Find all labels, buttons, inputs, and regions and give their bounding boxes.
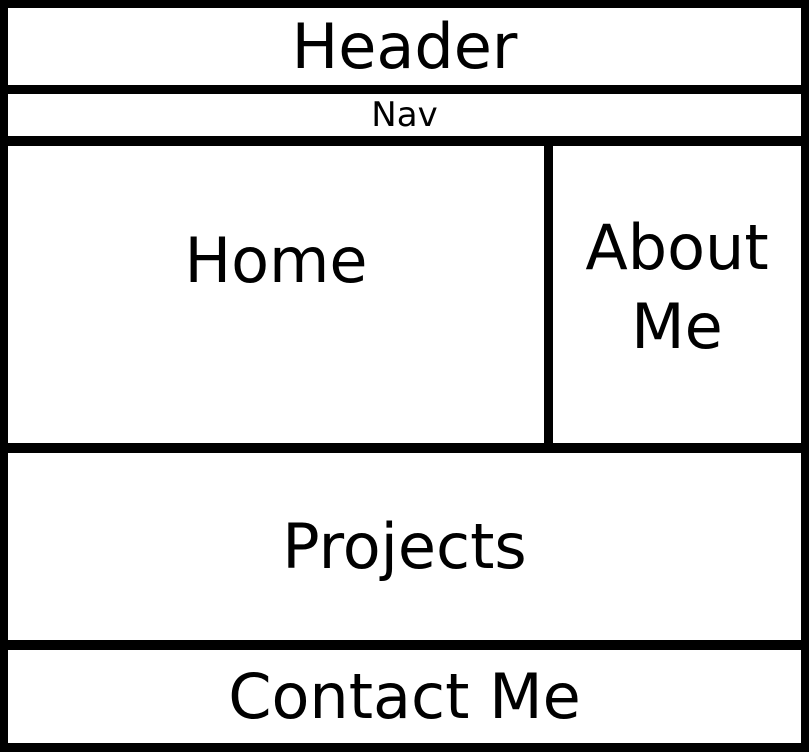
nav-section: Nav bbox=[8, 94, 801, 136]
nav-label: Nav bbox=[371, 95, 438, 135]
header-section: Header bbox=[8, 8, 801, 85]
contact-section: Contact Me bbox=[8, 650, 801, 743]
home-label: Home bbox=[184, 224, 368, 297]
home-section: Home bbox=[8, 146, 544, 443]
projects-section: Projects bbox=[8, 453, 801, 640]
contact-label: Contact Me bbox=[228, 659, 581, 733]
projects-label: Projects bbox=[282, 509, 527, 583]
header-label: Header bbox=[291, 9, 518, 83]
about-label: About Me bbox=[585, 211, 769, 364]
about-section: About Me bbox=[553, 146, 801, 443]
